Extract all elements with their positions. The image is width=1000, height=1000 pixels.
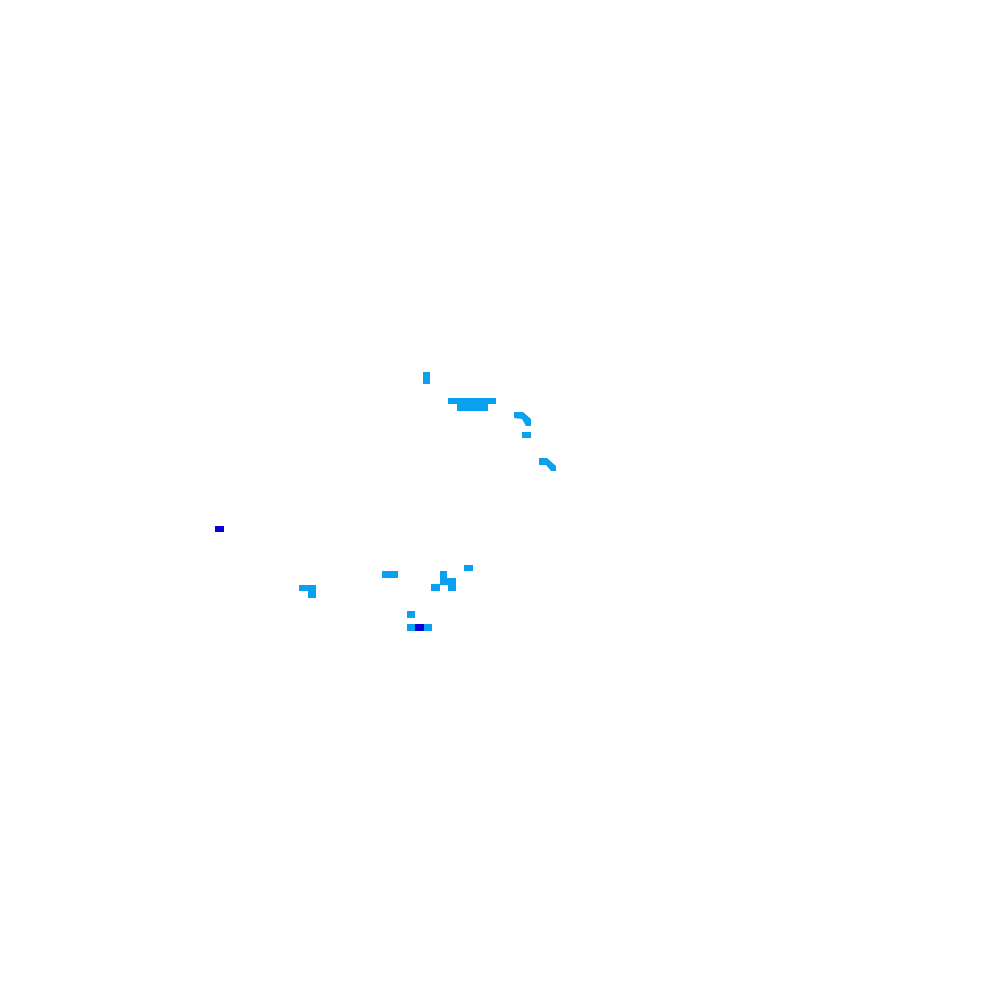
fragment-8 <box>440 571 456 591</box>
dark-fragment-1 <box>215 526 224 532</box>
fragment-3 <box>514 412 531 426</box>
fragment-4 <box>522 432 531 438</box>
light-blue-fragments <box>299 372 556 631</box>
fragment-1 <box>423 372 430 384</box>
dark-fragment-2 <box>415 624 424 631</box>
fragment-5 <box>539 458 556 471</box>
fragment-11 <box>407 611 415 618</box>
fragment-6 <box>464 565 473 571</box>
dark-blue-fragments <box>215 526 424 631</box>
fragment-9 <box>431 584 440 591</box>
fragment-2 <box>448 398 496 411</box>
fragment-10 <box>299 585 316 598</box>
fragment-7 <box>382 571 398 578</box>
